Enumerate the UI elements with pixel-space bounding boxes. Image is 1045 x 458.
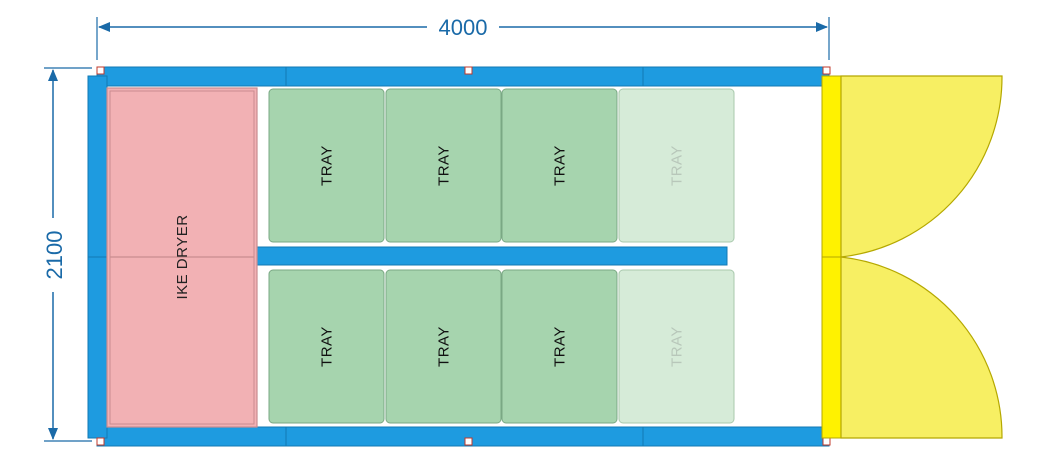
tray-body xyxy=(618,269,735,424)
tray-body xyxy=(618,88,735,243)
tray-body xyxy=(385,269,502,424)
door-leaf-bottom[interactable] xyxy=(840,256,1003,439)
tray-body xyxy=(501,88,618,243)
tray-body xyxy=(501,269,618,424)
dryer-label: IKE DRYER xyxy=(174,214,191,299)
tray-body xyxy=(385,88,502,243)
tray-label: TRAY xyxy=(669,145,686,186)
tray[interactable]: TRAY xyxy=(618,88,735,243)
tray-label: TRAY xyxy=(436,326,453,367)
door-assembly[interactable] xyxy=(821,75,1003,439)
corner-marker xyxy=(96,437,105,446)
tray-label: TRAY xyxy=(552,145,569,186)
wall-bottom xyxy=(96,426,830,447)
tray-label: TRAY xyxy=(319,326,336,367)
tray-body xyxy=(268,88,385,243)
tray-label: TRAY xyxy=(436,145,453,186)
tray[interactable]: TRAY xyxy=(501,88,618,243)
tray[interactable]: TRAY xyxy=(385,88,502,243)
corner-marker xyxy=(464,66,473,75)
height-dimension: 2100 xyxy=(42,67,92,442)
tray[interactable]: TRAY xyxy=(268,269,385,424)
corner-marker xyxy=(464,437,473,446)
container-walls xyxy=(87,66,831,447)
corner-marker xyxy=(96,66,105,75)
wall-top xyxy=(96,66,830,87)
corner-marker xyxy=(822,437,831,446)
tray[interactable]: TRAY xyxy=(501,269,618,424)
tray[interactable]: TRAY xyxy=(268,88,385,243)
door-leaf-top[interactable] xyxy=(840,75,1003,258)
height-label: 2100 xyxy=(42,231,67,280)
tray[interactable]: TRAY xyxy=(618,269,735,424)
tray-label: TRAY xyxy=(552,326,569,367)
tray-grid: TRAY TRAY TRAY TRAY TRAY TRAY TRAY TRAY xyxy=(268,88,735,424)
center-rail xyxy=(256,246,728,266)
tray-label: TRAY xyxy=(669,326,686,367)
width-dimension: 4000 xyxy=(96,15,830,60)
tray-label: TRAY xyxy=(319,145,336,186)
corner-marker xyxy=(822,66,831,75)
dryer-unit[interactable]: IKE DRYER xyxy=(106,87,258,428)
tray[interactable]: TRAY xyxy=(385,269,502,424)
width-label: 4000 xyxy=(439,15,488,40)
tray-body xyxy=(268,269,385,424)
